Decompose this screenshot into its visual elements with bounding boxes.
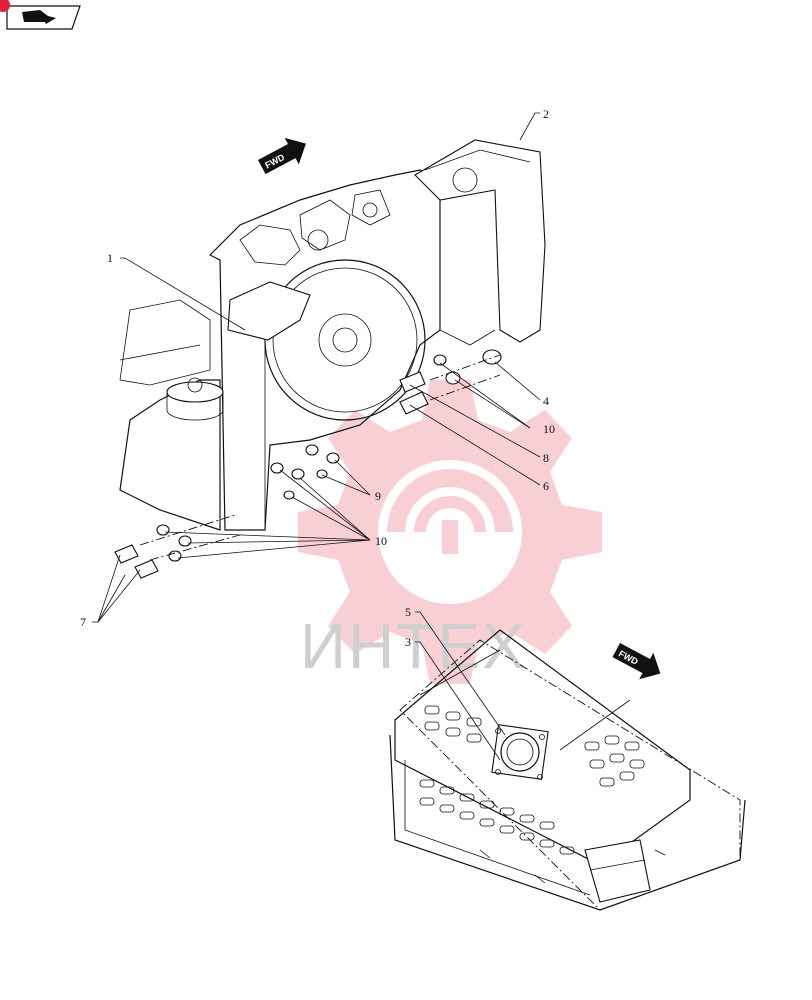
mount-parts-lower bbox=[114, 444, 340, 579]
callout-labels: 1 2 3 4 5 6 7 8 9 10 10 bbox=[80, 107, 555, 649]
leader-lines bbox=[92, 112, 541, 761]
watermark-gear-icon bbox=[298, 380, 602, 684]
engine-assembly bbox=[119, 139, 546, 531]
red-dot-icon bbox=[0, 0, 10, 12]
callout-1: 1 bbox=[107, 251, 113, 265]
fwd-arrow-icon: FWD bbox=[258, 137, 306, 175]
callout-4: 4 bbox=[543, 394, 549, 408]
mount-parts-right bbox=[399, 349, 502, 415]
callout-2: 2 bbox=[543, 107, 549, 121]
callout-8: 8 bbox=[543, 451, 549, 465]
nav-badge[interactable] bbox=[0, 0, 81, 30]
callout-7: 7 bbox=[80, 615, 86, 629]
callout-9: 9 bbox=[375, 489, 381, 503]
fwd-arrow-icon: FWD bbox=[612, 643, 661, 680]
callout-6: 6 bbox=[543, 479, 549, 493]
callout-10-upper: 10 bbox=[543, 422, 555, 436]
callout-3: 3 bbox=[405, 635, 411, 649]
hood-assembly bbox=[389, 629, 746, 911]
watermark-text: ИНТЕХ bbox=[300, 610, 527, 682]
callout-5: 5 bbox=[405, 605, 411, 619]
callout-10-lower: 10 bbox=[375, 534, 387, 548]
